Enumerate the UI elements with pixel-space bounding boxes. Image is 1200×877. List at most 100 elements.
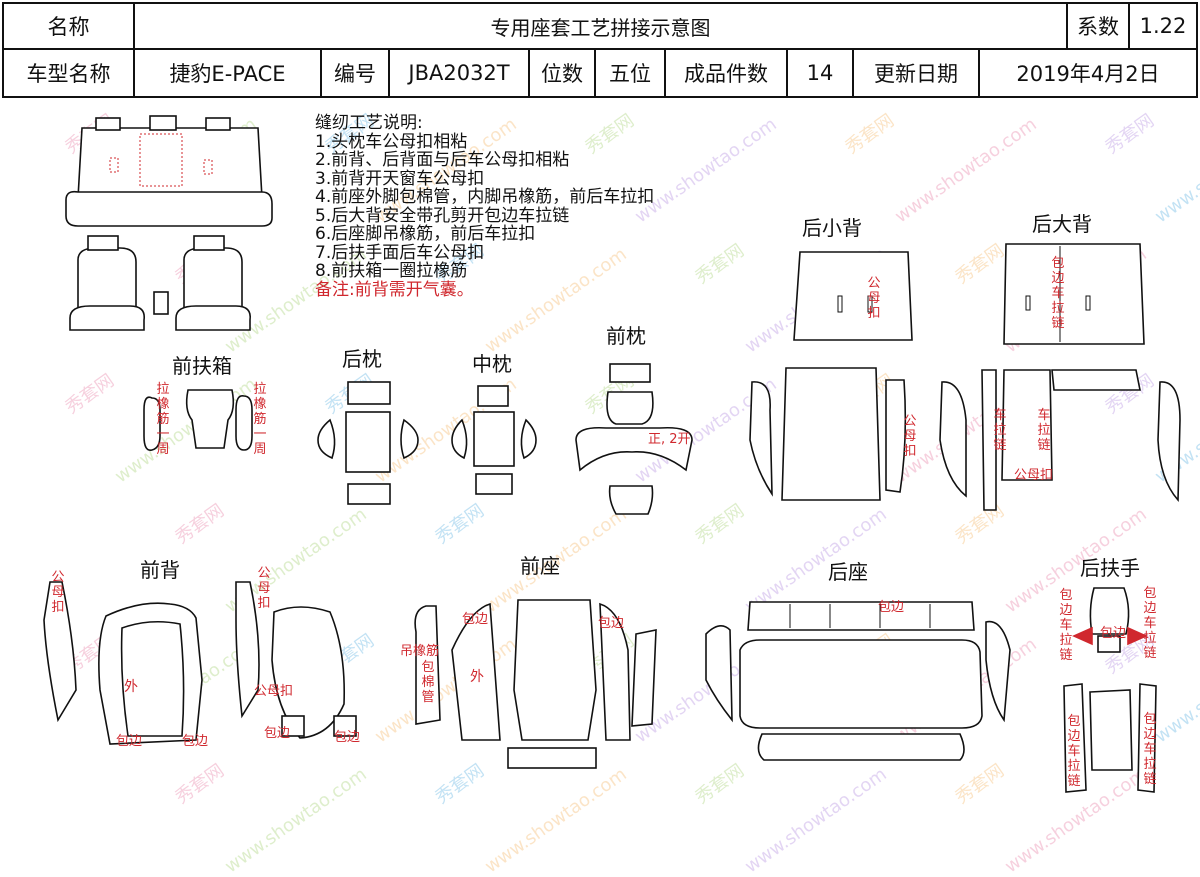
rear-seat-cushion-panel: [739, 639, 983, 729]
rear-big-back-slot-left: [1025, 295, 1031, 311]
middle-headrest-left-side: [451, 418, 468, 460]
rear-headrest-right-side: [400, 418, 419, 460]
label-rear-armrest: 后扶手: [1080, 556, 1140, 580]
label-front-headrest: 前枕: [606, 324, 646, 348]
ann-snap-front-back-left: 公母扣: [51, 570, 65, 615]
front-seat-left-back: [77, 247, 137, 319]
middle-headrest-right-side: [520, 418, 537, 460]
ann-zipper-big-back-right: 车拉链: [1037, 408, 1051, 453]
note-item: 7.后扶手面后车公母扣: [315, 242, 485, 263]
rear-big-back-right-side: [1157, 381, 1181, 503]
ann-outside-front-back: 外: [124, 679, 138, 695]
rear-headrest-left-side: [317, 418, 336, 460]
rear-seat-top-strip: [747, 601, 975, 631]
rear-small-back-main-panel: [781, 367, 881, 501]
rear-seat-front-strip: [757, 733, 965, 761]
rear-big-back-pieces: [981, 243, 1181, 511]
label-rear-headrest: 后枕: [342, 347, 382, 371]
label-rear-seat: 后座: [828, 560, 868, 584]
front-armbox-top: [185, 389, 235, 449]
front-back-small-right: [333, 715, 357, 737]
front-headrest-top: [609, 363, 651, 383]
rear-seat-pieces: [705, 601, 1011, 761]
front-headrest-band: [575, 426, 693, 472]
label-rear-small-back: 后小背: [802, 216, 862, 240]
ann-trim-rear-seat: 包边: [878, 600, 905, 615]
note-item: 5.后大背安全带孔剪开包边车拉链: [315, 205, 570, 226]
rear-armrest-pieces: [1063, 587, 1157, 793]
front-back-small-left: [281, 715, 305, 737]
ann-zipper-armrest-bottom-right: 包边车拉链: [1143, 712, 1157, 787]
ann-snap-front-back-right: 公母扣: [257, 566, 271, 611]
ann-zipper-armrest-left: 包边车拉链: [1059, 588, 1073, 663]
front-seat-right-back: [183, 247, 243, 319]
armrest-window-outline: [139, 133, 183, 187]
ann-zipper-big-back: 包边车拉链: [1051, 256, 1065, 331]
front-seat-pieces: [414, 599, 657, 769]
code-label: 编号: [320, 48, 390, 98]
ann-zipper-armrest-bottom-left: 包边车拉链: [1067, 714, 1081, 789]
ann-split-opening: 正, 2开: [648, 432, 691, 447]
front-seat-right-strip: [631, 629, 657, 727]
front-back-left-strip: [43, 581, 77, 723]
middle-headrest-pieces: [451, 385, 537, 495]
rear-headrest-pieces: [317, 381, 419, 505]
rear-small-back-pieces: [749, 251, 967, 501]
rear-big-back-main-left: [1001, 369, 1053, 481]
note-item: 2.前背、后背面与后车公母扣相粘: [315, 150, 570, 170]
rear-headrest-small: [149, 115, 177, 131]
front-seat-main-panel: [513, 599, 597, 741]
ann-cotton-tube-front-seat: 包棉管: [421, 660, 435, 705]
label-front-seat: 前座: [520, 554, 560, 578]
middle-headrest-top: [477, 385, 509, 407]
rear-seat-back-outline: [77, 127, 263, 199]
note-item: 1.头枕车公母扣相粘: [315, 131, 468, 152]
front-seat-bottom-strip: [507, 747, 597, 769]
rear-armrest-main: [1089, 689, 1133, 771]
rear-armrest-right-strip: [1137, 683, 1157, 793]
notes-heading: 缝纫工艺说明:: [315, 113, 423, 133]
rear-armrest-top: [1089, 587, 1130, 635]
rear-big-back-slot-right: [1085, 295, 1091, 311]
rear-headrest-left: [95, 117, 121, 131]
rear-headrest-front: [345, 411, 391, 473]
rear-seat-right-side: [985, 620, 1011, 723]
rear-big-back-top-panel: [1003, 243, 1145, 345]
front-armbox-right-side: [235, 394, 253, 451]
label-front-back: 前背: [140, 558, 180, 582]
seat-overview: [65, 115, 273, 331]
coefficient-value: 1.22: [1128, 2, 1198, 50]
rear-seat-left-side: [705, 625, 733, 723]
ann-elastic-left: 拉橡筋一周: [156, 382, 170, 457]
pattern-drawing: [43, 115, 1181, 793]
front-headrest-bottom: [608, 485, 654, 515]
note-item: 6.后座脚吊橡筋，前后车拉扣: [315, 224, 536, 244]
notes-remark: 备注:前背需开气囊。: [315, 279, 474, 300]
ann-outside-front-seat: 外: [470, 669, 484, 685]
ann-snap-small-back-side: 公母扣: [903, 414, 917, 459]
front-seat-right-cushion: [175, 305, 252, 331]
ann-trim-front-seat-right: 包边: [598, 616, 625, 631]
process-notes: 缝纫工艺说明: 1.头枕车公母扣相粘 2.前背、后背面与后车公母扣相粘 3.前背…: [315, 114, 654, 299]
note-item: 8.前扶箱一圈拉橡筋: [315, 261, 468, 281]
name-label: 名称: [2, 2, 135, 50]
seats-label: 位数: [528, 48, 596, 98]
front-armbox-left-side: [143, 396, 161, 452]
label-middle-headrest: 中枕: [472, 352, 512, 376]
front-armbox-pieces: [143, 389, 253, 452]
front-back-inner-panel: [120, 620, 185, 737]
model-value: 捷豹E-PACE: [133, 48, 322, 98]
model-label: 车型名称: [2, 48, 135, 98]
rear-headrest-top: [347, 381, 391, 405]
rear-small-back-mid-strip: [885, 379, 907, 493]
front-back-rear-panel: [271, 606, 346, 739]
rear-big-back-left-strip: [981, 369, 997, 511]
ann-trim-front-back-small-left: 包边: [264, 726, 291, 741]
ann-trim-front-back-left: 包边: [116, 734, 143, 749]
ann-trim-front-back-right: 包边: [182, 734, 209, 749]
front-seat-left-side: [451, 602, 501, 741]
rear-big-back-main-right: [1051, 369, 1141, 391]
rear-small-back-top-panel: [793, 251, 913, 341]
ann-elastic-right: 拉橡筋一周: [253, 382, 267, 457]
